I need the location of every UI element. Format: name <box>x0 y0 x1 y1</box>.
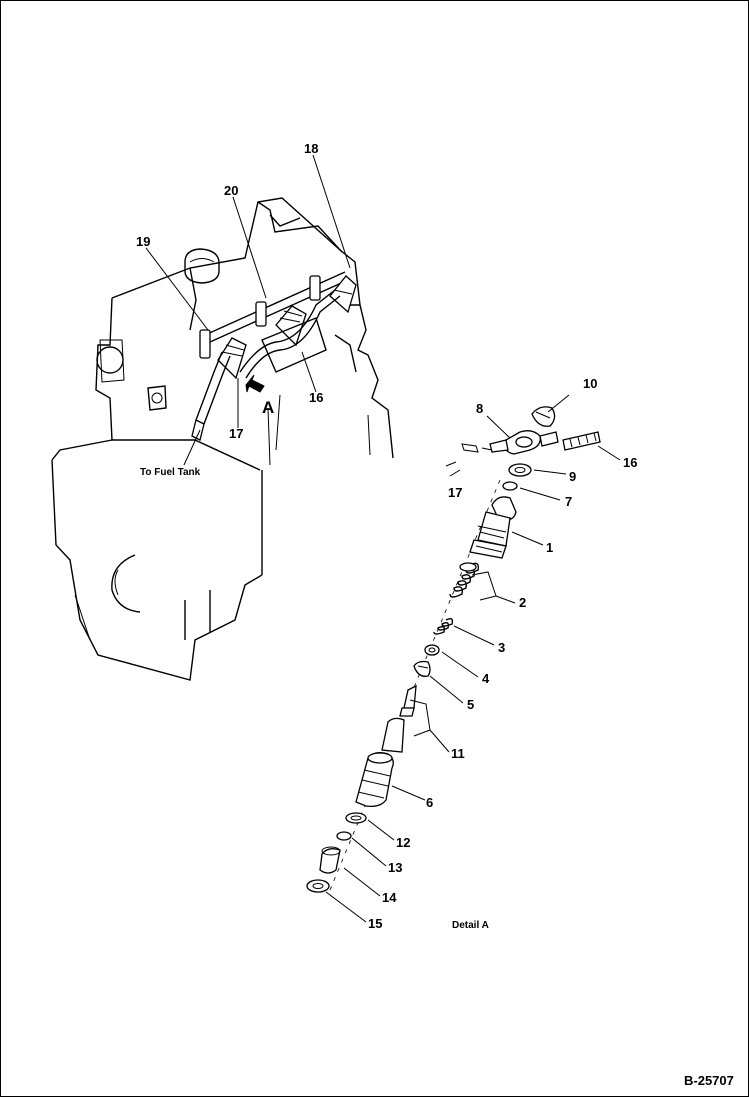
callout-4: 4 <box>482 671 490 686</box>
view-arrow-label-a: A <box>262 398 274 417</box>
detail-a-exploded-view <box>306 406 601 893</box>
callout-18: 18 <box>304 141 318 156</box>
callout-16-detail: 16 <box>623 455 637 470</box>
callout-7: 7 <box>565 494 572 509</box>
callout-10: 10 <box>583 376 597 391</box>
callout-17-engine: 17 <box>229 426 243 441</box>
callout-13: 13 <box>388 860 402 875</box>
callout-11: 11 <box>451 746 465 761</box>
callout-15: 15 <box>368 916 382 931</box>
detail-a-caption: Detail A <box>452 920 489 931</box>
callout-16-engine: 16 <box>309 390 323 405</box>
callout-14: 14 <box>382 890 397 905</box>
detail-leaders <box>325 394 621 923</box>
callout-8: 8 <box>476 401 483 416</box>
figure-code: B-25707 <box>684 1073 734 1088</box>
part-labels: 18 20 19 16 17 A To Fuel Tank 10 8 16 17… <box>136 141 734 1088</box>
engine-leaders <box>145 154 351 466</box>
callout-17-detail: 17 <box>448 485 462 500</box>
callout-12: 12 <box>396 835 410 850</box>
fuel-rail-assembly <box>191 271 357 441</box>
engine-block <box>51 197 394 681</box>
callout-9: 9 <box>569 469 576 484</box>
callout-1: 1 <box>546 540 553 555</box>
callout-6: 6 <box>426 795 433 810</box>
callout-20: 20 <box>224 183 238 198</box>
callout-5: 5 <box>467 697 474 712</box>
callout-2: 2 <box>519 595 526 610</box>
to-fuel-tank-caption: To Fuel Tank <box>140 467 201 478</box>
callout-3: 3 <box>498 640 505 655</box>
callout-19: 19 <box>136 234 150 249</box>
